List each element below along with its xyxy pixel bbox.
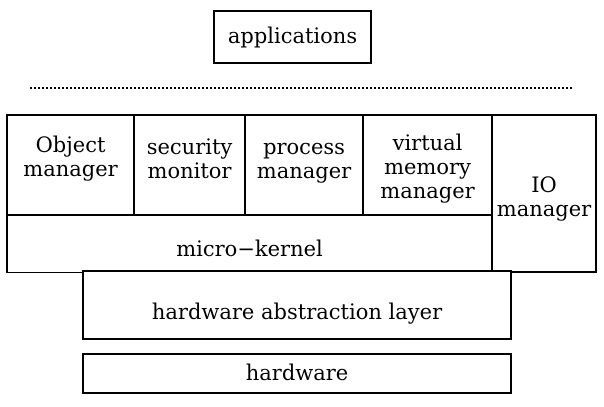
process-manager-cell: process manager — [246, 116, 362, 214]
micro-kernel-label: micro−kernel — [176, 237, 323, 261]
virtual-memory-manager-label: virtual memory manager — [380, 131, 475, 203]
divider-1 — [133, 116, 135, 216]
user-kernel-separator — [30, 87, 572, 89]
hardware-box: hardware — [82, 353, 512, 394]
io-manager-box: IO manager — [491, 114, 597, 273]
hal-label: hardware abstraction layer — [151, 300, 443, 324]
security-monitor-cell: security monitor — [135, 116, 244, 214]
security-monitor-label: security monitor — [146, 135, 233, 183]
process-manager-label: process manager — [256, 135, 352, 183]
applications-label: applications — [227, 24, 358, 48]
hardware-label: hardware — [245, 361, 349, 385]
io-manager-label: IO manager — [496, 173, 592, 221]
divider-3 — [362, 116, 364, 216]
applications-box: applications — [213, 10, 372, 64]
hal-box: hardware abstraction layer — [82, 270, 512, 340]
virtual-memory-manager-cell: virtual memory manager — [364, 116, 491, 214]
micro-kernel-box: micro−kernel — [8, 214, 493, 272]
divider-2 — [244, 116, 246, 216]
object-manager-label: Object manager — [23, 133, 118, 181]
object-manager-cell: Object manager — [8, 116, 133, 214]
